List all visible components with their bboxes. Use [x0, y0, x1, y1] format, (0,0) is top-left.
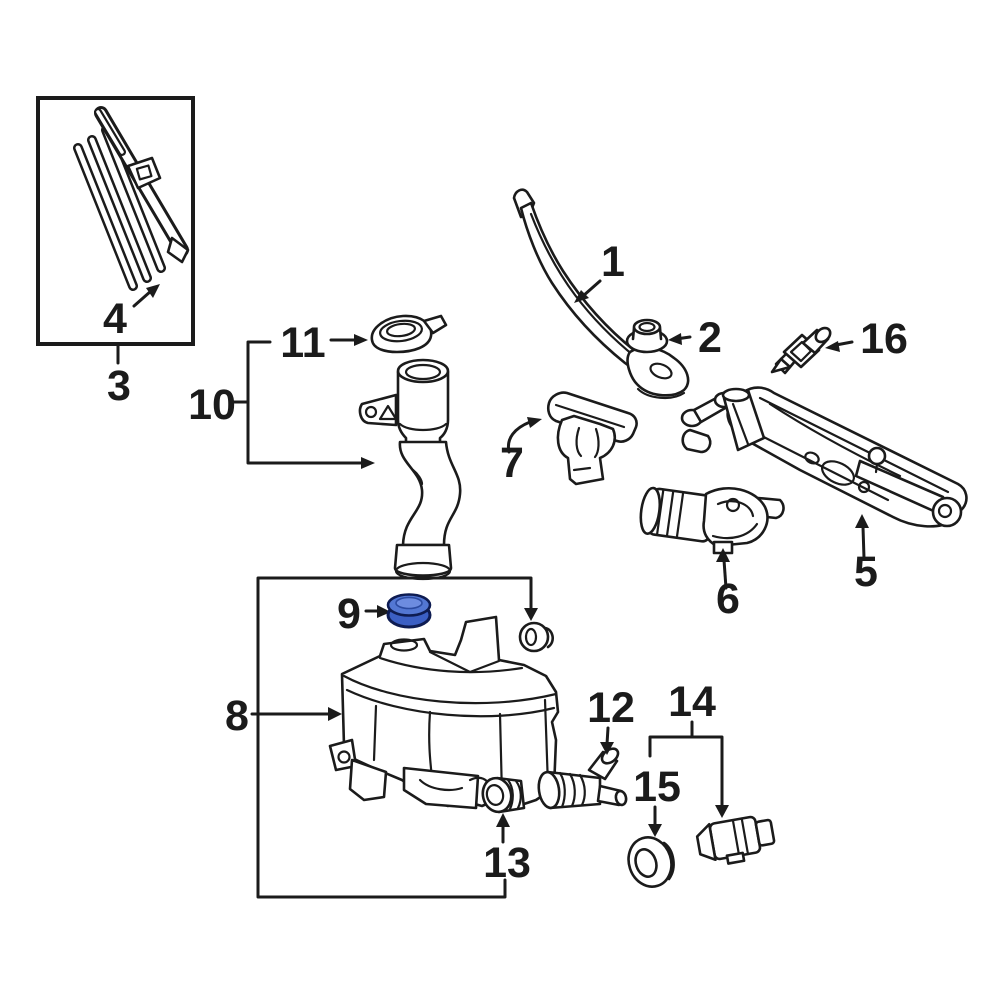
callout-1-leader [581, 279, 602, 298]
callout-2-arrowhead [668, 333, 682, 345]
rear-washer-pump [695, 815, 776, 865]
callout-15-label: 15 [633, 763, 681, 811]
callout-11-label: 11 [280, 319, 325, 367]
callout-16-arrowhead [825, 341, 840, 352]
washer-reservoir [328, 615, 560, 814]
reservoir-outlet-grommet-13 [481, 776, 526, 814]
callout-8-label: 8 [225, 692, 249, 740]
washer-cap [370, 314, 448, 354]
callout-11-arrowhead [354, 334, 368, 346]
callout-10-arrowhead [361, 457, 375, 469]
pump-grommet-ring [627, 836, 675, 888]
wiper-blade-kit-box [36, 96, 195, 365]
callout-7-arrowhead [527, 417, 542, 428]
callout-9-arrowhead [377, 605, 391, 618]
callout-15-arrowhead [648, 824, 662, 837]
wiper-blade-assembly [94, 106, 190, 264]
wiper-motor [639, 486, 769, 590]
wiper-refill-rods [73, 125, 166, 291]
callout-6-leader [722, 558, 728, 590]
callout-1-arrowhead [574, 290, 589, 303]
callout-3-label: 3 [107, 362, 131, 410]
wiper-linkage [680, 386, 968, 560]
filler-neck-bracket [232, 334, 375, 469]
callout-4-arrowhead [146, 284, 160, 298]
callout-16-leader [834, 340, 854, 347]
callout-14-arrowhead [715, 805, 729, 818]
callout-12-label: 12 [587, 684, 635, 732]
callout-9-label: 9 [337, 590, 361, 638]
callout-5-arrowhead [855, 514, 869, 528]
callout-13-label: 13 [483, 839, 531, 887]
pump-bracket [648, 720, 729, 837]
callout-1-label: 1 [601, 238, 625, 286]
callout-6-arrowhead [716, 548, 730, 562]
callout-4-leader [132, 289, 153, 308]
reservoir-cap-highlighted [364, 593, 432, 629]
grommet-arrowhead [524, 608, 538, 621]
reservoir-inlet-grommet [518, 621, 554, 653]
callout-7-label: 7 [500, 439, 524, 487]
callout-7-leader [506, 420, 532, 454]
callout-labels: 1 2 3 4 5 6 7 8 9 10 11 12 13 14 15 16 [103, 238, 908, 887]
arm-nut [625, 318, 692, 354]
callout-14-label: 14 [668, 678, 716, 726]
wiper-arm [512, 188, 690, 399]
retainer-clip [770, 326, 854, 375]
reservoir-bracket [250, 576, 538, 899]
callout-5-leader [861, 525, 866, 560]
callout-12-leader [605, 726, 610, 746]
washer-pump [537, 726, 628, 810]
callout-13-arrowhead [496, 813, 510, 827]
callout-10-label: 10 [188, 381, 236, 429]
callout-6-label: 6 [716, 575, 740, 623]
callout-8-arrowhead [328, 707, 342, 721]
callout-4-label: 4 [103, 295, 127, 343]
callout-2-label: 2 [698, 314, 722, 362]
callout-16-label: 16 [860, 315, 908, 363]
linkage-cover [506, 391, 638, 486]
filler-neck [358, 358, 462, 581]
callout-5-label: 5 [854, 548, 878, 596]
callout-12-arrowhead [600, 742, 614, 755]
